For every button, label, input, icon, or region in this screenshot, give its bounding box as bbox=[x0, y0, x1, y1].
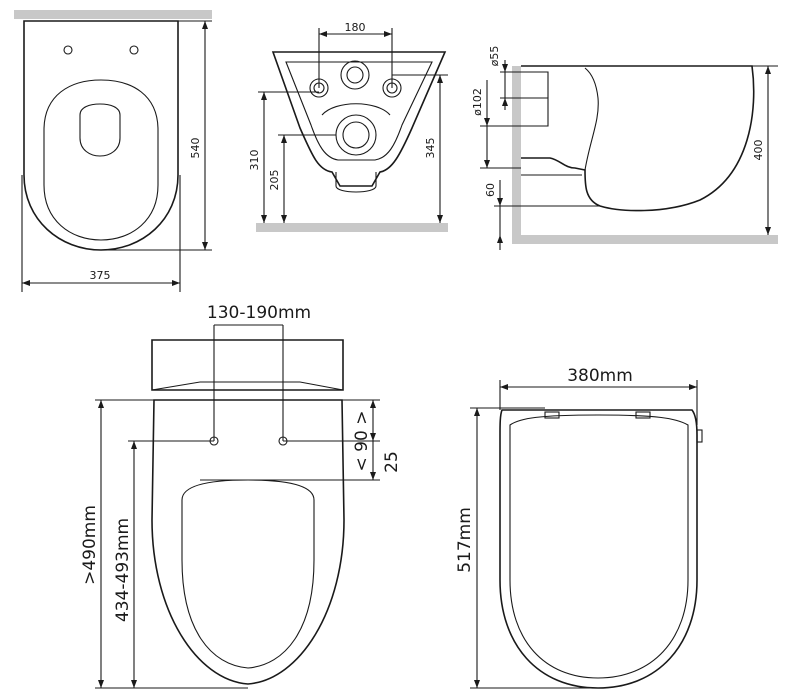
dim-label-55: ø55 bbox=[488, 46, 501, 67]
floor-side bbox=[512, 235, 778, 244]
dim-label-540: 540 bbox=[189, 138, 202, 159]
rear-view: 180 310 205 345 bbox=[248, 21, 448, 232]
seat-outline-view: 380mm 517mm bbox=[455, 366, 703, 689]
mounting-hole-left bbox=[63, 45, 73, 55]
dim-label-490: >490mm bbox=[80, 505, 100, 585]
wall-side bbox=[512, 66, 521, 242]
dim-label-345: 345 bbox=[424, 138, 437, 159]
side-bumper bbox=[696, 429, 703, 443]
bowl-opening bbox=[79, 103, 121, 157]
side-outline bbox=[521, 65, 755, 212]
bowl-outline bbox=[23, 20, 179, 251]
top-center-hole bbox=[340, 60, 370, 90]
dim-label-102: ø102 bbox=[471, 88, 484, 116]
dim-label-90: < 90 > bbox=[352, 411, 372, 472]
dim-label-380: 380mm bbox=[567, 366, 633, 386]
outlet-hole bbox=[335, 114, 377, 156]
bowl-inner bbox=[43, 79, 159, 241]
dim-label-517: 517mm bbox=[455, 507, 475, 573]
dim-label-25: 25 bbox=[382, 451, 402, 473]
dim-label-434-493: 434-493mm bbox=[113, 518, 133, 622]
rear-outline bbox=[271, 51, 447, 187]
dim-label-60: 60 bbox=[484, 183, 497, 197]
dim-label-310: 310 bbox=[248, 150, 261, 171]
top-view: 540 375 bbox=[14, 10, 212, 292]
dim-label-375: 375 bbox=[90, 269, 111, 282]
side-view: ø55 ø102 60 400 bbox=[471, 46, 778, 250]
hinge-right bbox=[635, 411, 651, 419]
rear-inner-cavity bbox=[285, 61, 433, 161]
seat-outline bbox=[151, 399, 345, 685]
dim-label-400: 400 bbox=[752, 140, 765, 161]
dim-label-hinge-spacing: 130-190mm bbox=[207, 303, 311, 323]
seat-dimension-view: 130-190mm >490mm 434-493mm < 90 > 25 bbox=[80, 303, 402, 689]
wall-floor-rear bbox=[256, 223, 448, 232]
seat-lid-surface bbox=[509, 414, 689, 679]
mounting-hole-right bbox=[129, 45, 139, 55]
dim-label-205: 205 bbox=[268, 170, 281, 191]
seat-opening bbox=[181, 479, 315, 669]
wall-top bbox=[14, 10, 212, 19]
hinge-left bbox=[544, 411, 560, 419]
dim-label-180: 180 bbox=[345, 21, 366, 34]
